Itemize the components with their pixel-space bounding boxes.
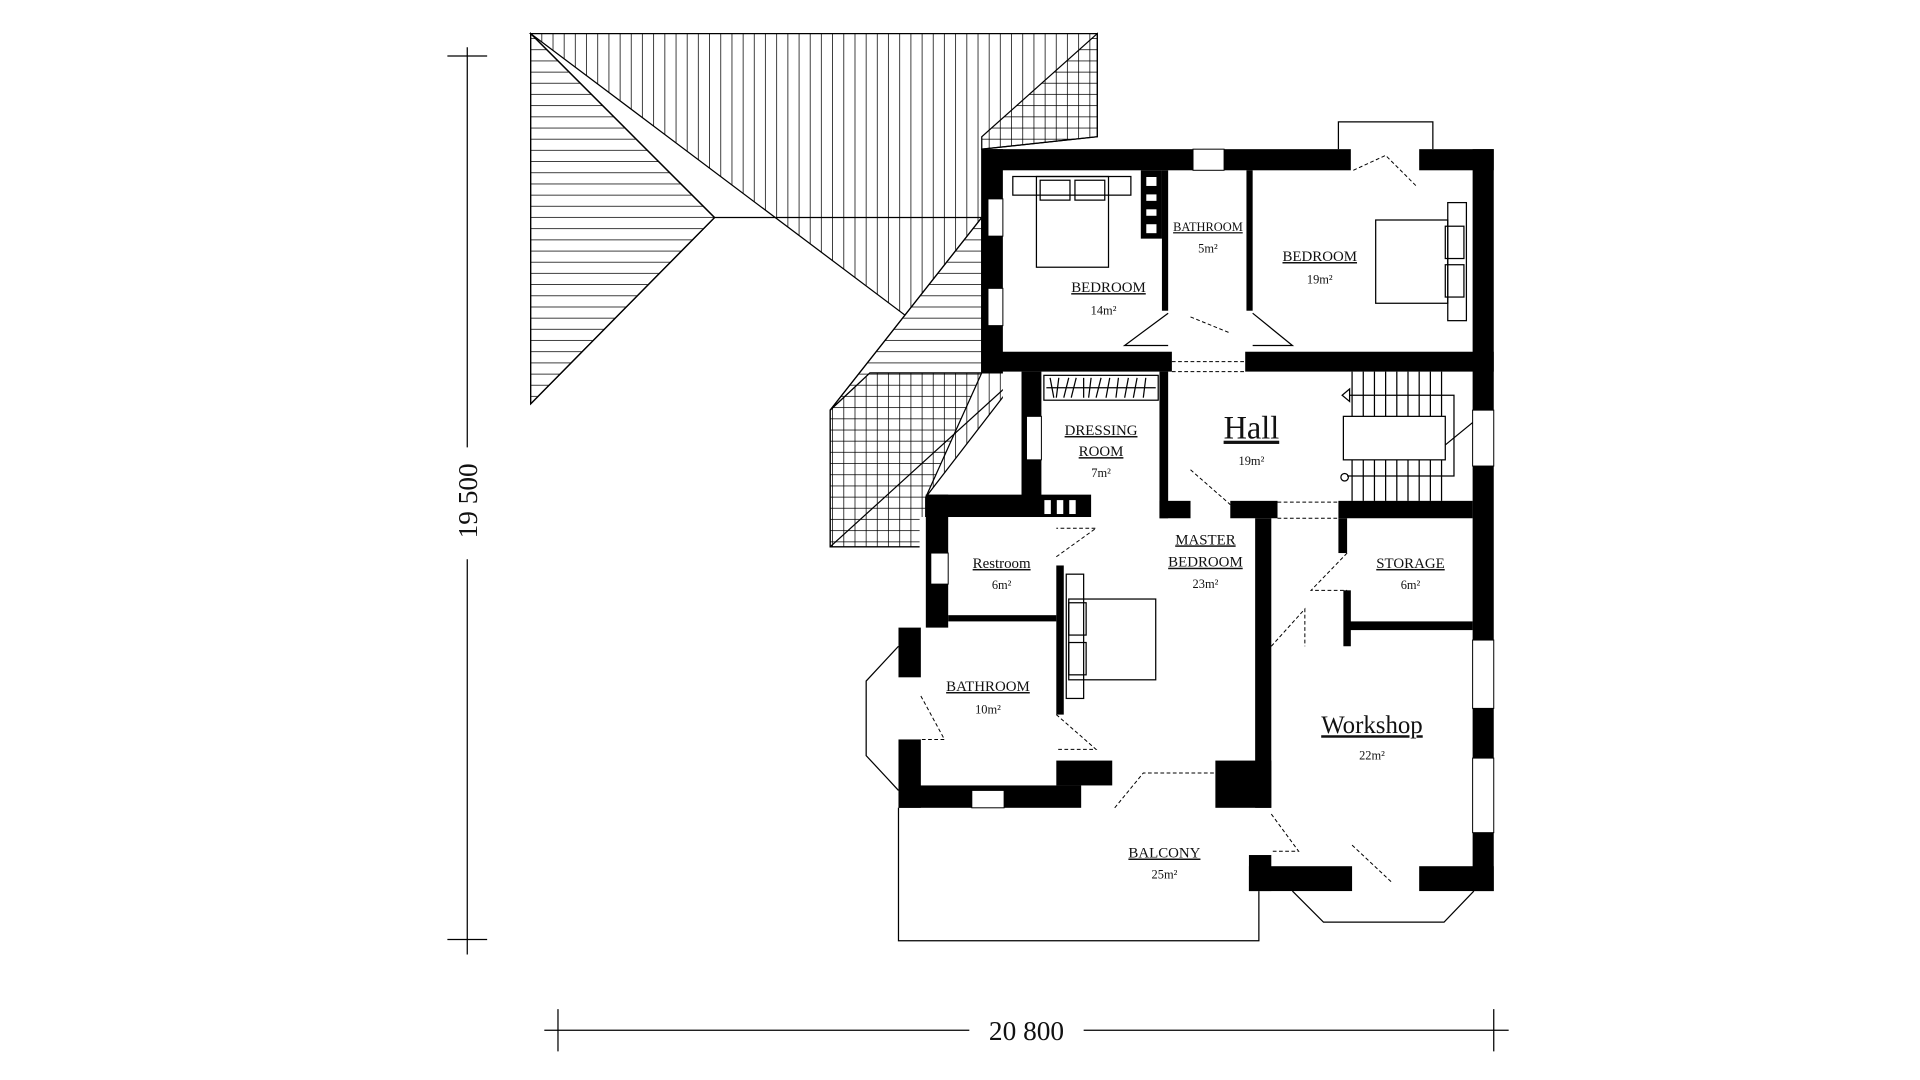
doors xyxy=(920,154,1418,883)
room-label: BEDROOM xyxy=(1071,280,1146,296)
furniture xyxy=(1012,175,1468,700)
room-label: Restroom xyxy=(973,556,1031,572)
room-area: 6m² xyxy=(1401,578,1421,592)
room-area: 6m² xyxy=(992,578,1012,592)
room-label: ROOM xyxy=(1079,444,1124,460)
room-area: 25m² xyxy=(1152,868,1178,882)
height-dimension-label: 19 500 xyxy=(453,463,483,538)
room-labels: BEDROOM 14m² BATHROOM 5m² BEDROOM 19m² D… xyxy=(946,220,1445,881)
staircase xyxy=(1340,371,1474,501)
room-label: BATHROOM xyxy=(1173,220,1243,234)
room-area: 14m² xyxy=(1091,303,1117,317)
room-label: MASTER xyxy=(1175,532,1236,548)
room-area: 22m² xyxy=(1359,748,1385,762)
room-area: 23m² xyxy=(1193,577,1219,591)
room-area: 19m² xyxy=(1239,454,1265,468)
room-label: BATHROOM xyxy=(946,679,1030,695)
room-label: Workshop xyxy=(1321,712,1423,739)
room-area: 10m² xyxy=(975,702,1001,716)
dimension-height: 19 500 xyxy=(447,47,488,955)
room-area: 7m² xyxy=(1091,466,1111,480)
room-area: 19m² xyxy=(1307,272,1333,286)
room-label: BEDROOM xyxy=(1282,249,1357,265)
width-dimension-label: 20 800 xyxy=(989,1016,1064,1046)
room-area: 5m² xyxy=(1198,241,1218,255)
room-label: Hall xyxy=(1224,410,1280,446)
room-label: DRESSING xyxy=(1065,423,1138,439)
room-label: BALCONY xyxy=(1128,846,1200,862)
room-label: BEDROOM xyxy=(1168,555,1243,571)
balcony-outline xyxy=(865,645,1475,942)
roof xyxy=(528,32,1098,548)
dimension-width: 20 800 xyxy=(544,1009,1509,1052)
room-label: STORAGE xyxy=(1376,556,1444,572)
windows xyxy=(930,121,1495,834)
